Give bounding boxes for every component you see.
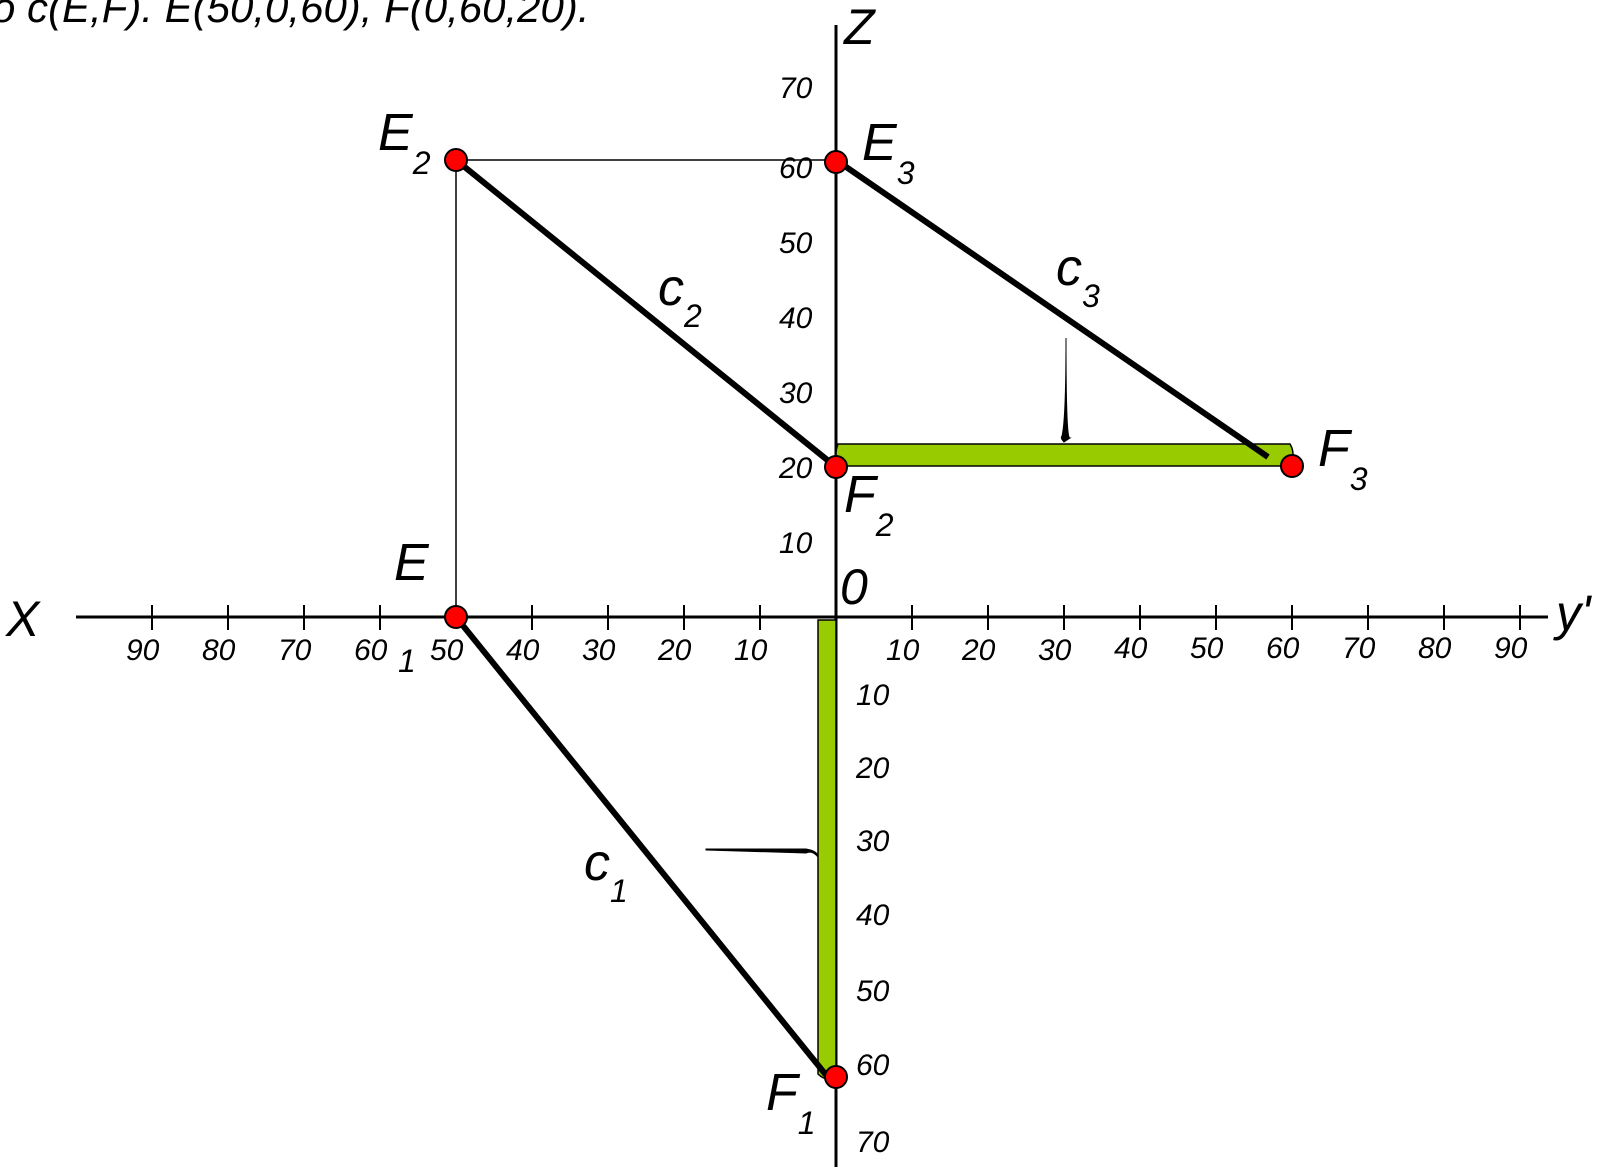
highlight-bar-horizontal — [835, 443, 1294, 467]
segment-c3 — [834, 157, 1270, 460]
tick-label: 10 — [856, 679, 890, 712]
tick-label: 80 — [202, 634, 236, 667]
tick-label: 30 — [1038, 634, 1072, 667]
point-f2 — [824, 455, 848, 479]
point-e1 — [444, 605, 468, 629]
tick-label: 50 — [779, 227, 813, 260]
tick-label: 80 — [1418, 632, 1452, 665]
tick-label: 70 — [1342, 632, 1376, 665]
tick-label: 90 — [1494, 632, 1528, 665]
point-e2 — [444, 148, 468, 172]
label-f1: F1 — [766, 1064, 816, 1141]
tick-label: 20 — [961, 634, 996, 667]
x-axis-tick-labels: 90 80 70 60 50 40 30 20 10 — [126, 634, 768, 667]
tick-label: 50 — [1190, 632, 1224, 665]
tick-label: 50 — [856, 975, 890, 1008]
label-c3: c3 — [1056, 239, 1100, 314]
tick-label: 10 — [734, 634, 768, 667]
y-axis-tick-labels: 10 20 30 40 50 60 70 80 90 — [886, 632, 1528, 667]
label-f2: F2 — [844, 466, 894, 543]
tick-label: 10 — [779, 527, 813, 560]
tick-label: 40 — [1114, 632, 1148, 665]
origin-label: 0 — [840, 559, 868, 615]
tick-label: 40 — [506, 634, 540, 667]
tick-label: 70 — [779, 72, 813, 105]
highlight-bar-vertical — [817, 619, 837, 1081]
point-f1 — [824, 1065, 848, 1089]
x-axis-ticks — [151, 605, 1521, 630]
z-axis-tick-labels: 10 20 30 40 50 60 70 — [778, 72, 813, 560]
tick-label: 60 — [1266, 632, 1300, 665]
tick-label: 70 — [856, 1126, 890, 1159]
tick-label: 40 — [779, 302, 813, 335]
tick-label: 20 — [778, 452, 813, 485]
tick-label: 70 — [278, 634, 312, 667]
label-e2: E2 — [378, 104, 431, 181]
tick-label: 60 — [856, 1049, 890, 1082]
point-f3 — [1280, 454, 1304, 478]
label-e3: E3 — [862, 114, 915, 191]
tick-label: 20 — [657, 634, 692, 667]
point-e3 — [824, 150, 848, 174]
brace-vertical — [705, 848, 819, 859]
tick-label: 20 — [855, 752, 890, 785]
segment-c1 — [453, 615, 829, 1077]
z-axis-name: Z — [843, 0, 876, 55]
y-axis-name: y' — [1553, 585, 1592, 641]
segment-c2 — [454, 157, 838, 470]
y-down-tick-labels: 10 20 30 40 50 60 70 — [855, 679, 890, 1159]
brace-horizontal — [1060, 337, 1072, 443]
tick-label: 60 — [779, 152, 813, 185]
tick-label: 30 — [582, 634, 616, 667]
tick-label: 30 — [779, 377, 813, 410]
tick-label: 60 — [354, 634, 388, 667]
tick-label: 50 — [430, 634, 464, 667]
x-axis-name: X — [5, 591, 41, 647]
tick-label: 10 — [886, 634, 920, 667]
label-c2: c2 — [658, 259, 702, 334]
tick-label: 90 — [126, 634, 160, 667]
label-f3: F3 — [1318, 420, 1368, 497]
problem-title: o c(E,F). E(50,0,60), F(0,60,20). — [0, 0, 590, 31]
tick-label: 40 — [856, 899, 890, 932]
tick-label: 30 — [856, 825, 890, 858]
label-c1: c1 — [584, 834, 628, 909]
